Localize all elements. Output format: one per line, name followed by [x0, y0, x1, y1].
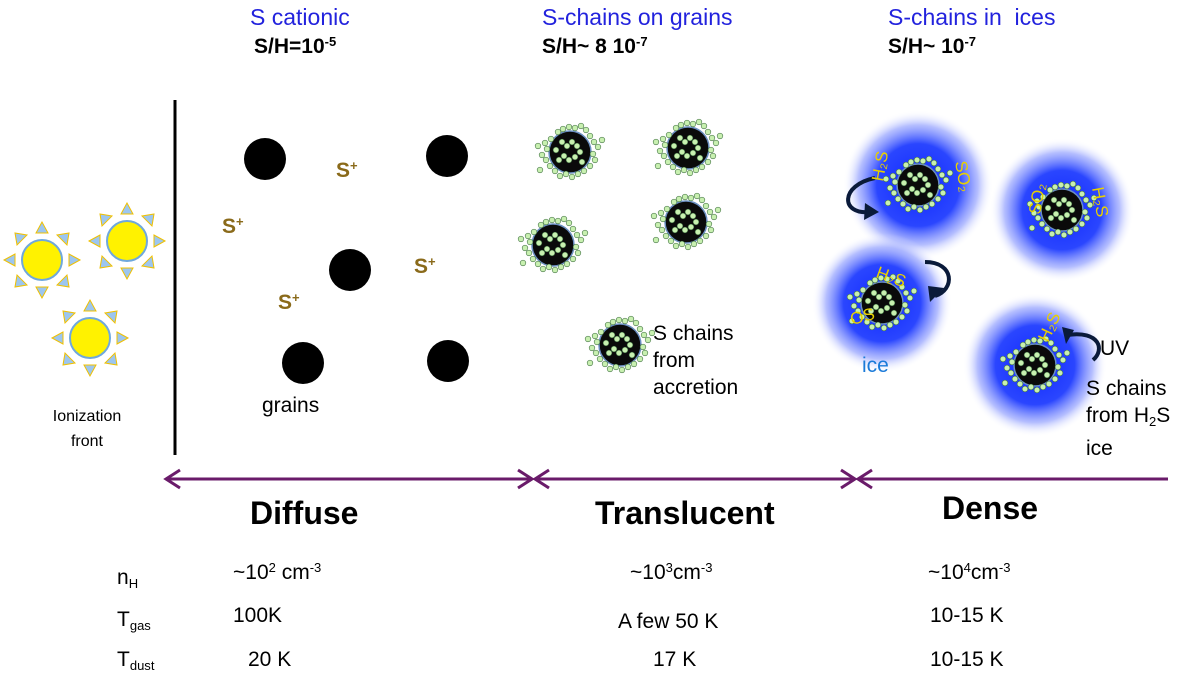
h2s-chains-note: S chains from H2S ice: [1086, 377, 1171, 460]
ionization-front-label: Ionization front: [52, 408, 122, 450]
accretion-note: S chains from accretion: [653, 322, 739, 399]
param-nh-label: nH: [117, 566, 139, 591]
region-dense: Dense: [942, 490, 1039, 526]
grain-dot: [427, 340, 469, 382]
chain-grain: [650, 192, 722, 251]
grain-dot: [282, 342, 324, 384]
region-arrows: [163, 468, 1168, 490]
column-title-grains: S-chains on grains: [542, 4, 733, 30]
sun-icon: [3, 221, 81, 299]
grains-label: grains: [262, 394, 320, 417]
chain-grain: [517, 215, 589, 274]
tgas-translucent: A few 50 K: [618, 610, 719, 633]
tdust-dense: 10-15 K: [930, 648, 1004, 671]
s-cation-label: S+: [336, 158, 358, 183]
arrowhead-icon: [864, 203, 879, 220]
arrowhead-icon: [1062, 327, 1074, 344]
nh-diffuse: ~102 cm-3: [233, 560, 322, 585]
sun-icon: [88, 202, 166, 280]
region-translucent: Translucent: [595, 495, 775, 531]
column-title-ices: S-chains in ices: [888, 4, 1056, 30]
grain-dot: [329, 249, 371, 291]
arrowhead-icon: [928, 286, 944, 302]
curved-arrow-icon: [924, 260, 951, 298]
nh-dense: ~104cm-3: [928, 560, 1011, 585]
region-diffuse: Diffuse: [250, 495, 359, 531]
uv-label: UV: [1100, 337, 1130, 360]
tdust-diffuse: 20 K: [248, 648, 292, 671]
curved-arrow-icon: [846, 176, 876, 215]
tdust-translucent: 17 K: [653, 648, 697, 671]
ice-label: ice: [862, 354, 889, 377]
tgas-diffuse: 100K: [233, 604, 283, 627]
column-title-cationic: S cationic: [250, 4, 350, 30]
chain-grain: [652, 118, 724, 177]
grain-dot: [426, 135, 468, 177]
grain-dot: [244, 138, 286, 180]
nh-translucent: ~103cm-3: [630, 560, 713, 585]
param-tgas-label: Tgas: [117, 608, 151, 633]
param-tdust-label: Tdust: [117, 648, 155, 673]
h2s-label: H₂S: [1088, 185, 1112, 218]
s-cation-label: S+: [222, 214, 244, 239]
ratio-grains: S/H~ 8 10-7: [542, 34, 648, 59]
uv-curved-arrows: [846, 176, 1101, 362]
tgas-dense: 10-15 K: [930, 604, 1004, 627]
sun-icon: [51, 299, 129, 377]
chain-grain: [534, 122, 606, 181]
h2s-label: H₂S: [868, 150, 892, 183]
curved-arrow-icon: [1066, 332, 1101, 362]
s-cation-label: S+: [414, 254, 436, 279]
bare-grains: [244, 135, 469, 384]
ratio-ices: S/H~ 10-7: [888, 34, 977, 59]
s-cation-label: S+: [278, 290, 300, 315]
chain-grain: [584, 315, 656, 374]
ratio-cationic: S/H=10-5: [254, 34, 337, 59]
